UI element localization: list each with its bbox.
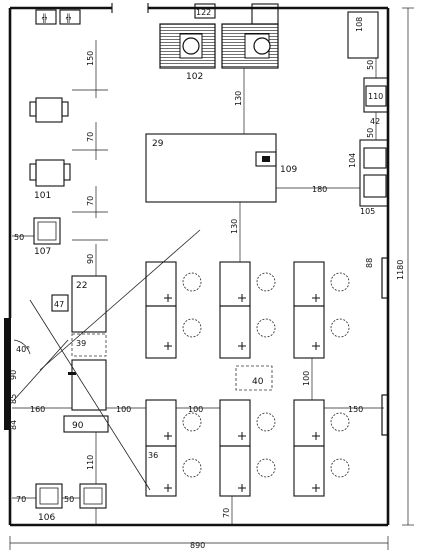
svg-text:50: 50	[366, 128, 375, 138]
label-108: 108	[355, 17, 364, 32]
svg-text:100: 100	[116, 405, 131, 414]
table-29: 29 109	[145, 133, 297, 203]
stove-102: 122 102	[159, 3, 279, 82]
svg-text:50: 50	[64, 495, 74, 504]
svg-text:160: 160	[30, 405, 45, 414]
svg-text:70: 70	[16, 495, 26, 504]
label-106: 106	[38, 513, 55, 523]
svg-text:50: 50	[14, 233, 24, 242]
svg-text:70: 70	[86, 132, 95, 142]
left-units: 101 107	[29, 97, 71, 257]
svg-text:88: 88	[365, 258, 374, 268]
svg-text:130: 130	[230, 219, 239, 234]
svg-text:85: 85	[9, 394, 18, 404]
svg-text:100: 100	[302, 371, 311, 386]
svg-text:90: 90	[9, 370, 18, 380]
dimension-lines	[9, 7, 414, 550]
svg-text:180: 180	[312, 185, 327, 194]
svg-text:70: 70	[86, 196, 95, 206]
dimension-labels: 150 70 70 90 50 130 130 180 50 50 160 10…	[9, 51, 405, 550]
label-36: 36	[148, 451, 158, 460]
chairs	[182, 272, 350, 478]
svg-text:70: 70	[222, 508, 231, 518]
label-39: 39	[76, 339, 86, 348]
work-tables: 36	[145, 261, 325, 497]
label-47: 47	[54, 300, 64, 309]
label-40-degrees: 40°	[16, 345, 30, 354]
svg-text:50: 50	[366, 60, 375, 70]
svg-text:1180: 1180	[396, 260, 405, 280]
svg-text:150: 150	[348, 405, 363, 414]
bottom-left-units: 106	[35, 483, 107, 523]
label-104: 104	[348, 153, 357, 168]
box-40: 40	[235, 365, 273, 391]
label-105: 105	[360, 207, 375, 216]
top-left-units: ╬ ╬	[35, 9, 81, 25]
label-110: 110	[368, 92, 383, 101]
svg-text:╬: ╬	[41, 13, 47, 23]
svg-text:90: 90	[86, 254, 95, 264]
label-107: 107	[34, 247, 51, 257]
right-units: 108 110 42 104 105	[347, 11, 389, 216]
svg-text:100: 100	[188, 405, 203, 414]
label-90: 90	[72, 421, 84, 431]
svg-text:84: 84	[9, 420, 18, 430]
label-22: 22	[76, 281, 87, 291]
label-102: 102	[186, 72, 203, 82]
label-40: 40	[252, 377, 264, 387]
label-42: 42	[370, 117, 380, 126]
left-work-area: 47 22 39 90 40°	[13, 229, 201, 491]
label-29: 29	[152, 139, 164, 149]
svg-text:110: 110	[86, 455, 95, 470]
svg-text:130: 130	[234, 91, 243, 106]
label-109: 109	[280, 165, 297, 175]
svg-text:890: 890	[190, 541, 205, 550]
label-122: 122	[196, 8, 211, 17]
label-101: 101	[34, 191, 51, 201]
svg-text:╬: ╬	[65, 13, 71, 23]
svg-text:150: 150	[86, 51, 95, 66]
